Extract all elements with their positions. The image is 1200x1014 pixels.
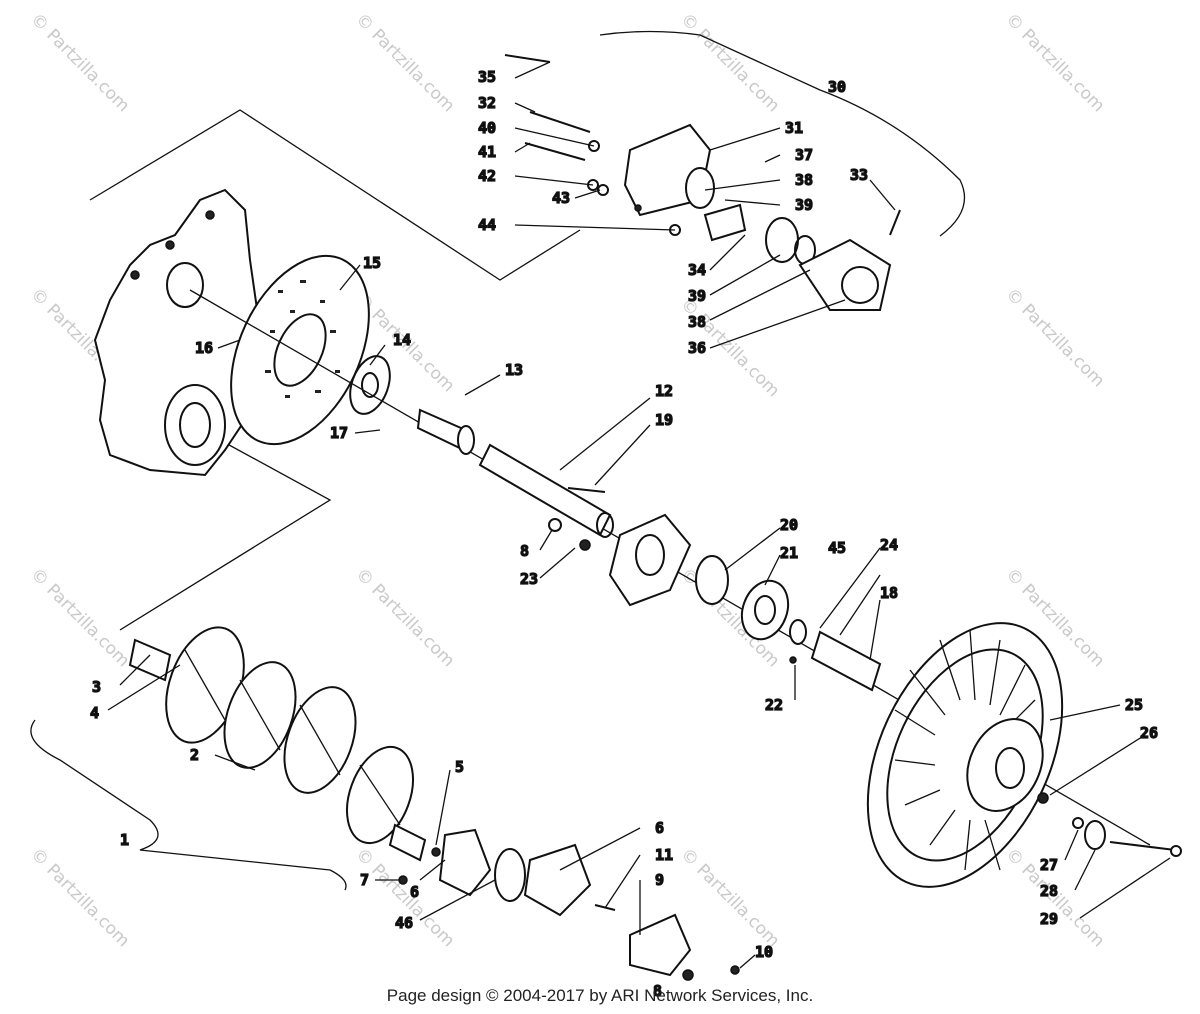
callout-label: 3: [92, 678, 101, 696]
callout-label: 8: [653, 982, 662, 1000]
driven-clutch: [866, 622, 1182, 888]
callout-label: 18: [880, 584, 898, 602]
watermark: © Partzilla.com: [1001, 284, 1108, 391]
callout-label: 45: [828, 539, 846, 557]
callout-label: 33: [850, 166, 868, 184]
callout-label: 9: [655, 871, 664, 889]
callout-label: 1: [120, 831, 129, 849]
bearing-bracket: [548, 513, 882, 692]
callout-label: 13: [505, 361, 523, 379]
callout-label: 12: [655, 382, 673, 400]
callout-label: 37: [795, 146, 813, 164]
callout-label: 30: [828, 78, 846, 96]
callout-label: 38: [795, 171, 813, 189]
callout-label: 44: [478, 216, 496, 234]
callout-label: 34: [688, 261, 706, 279]
callout-label: 39: [795, 196, 813, 214]
callout-labels: 1 2 3 4 5 6 6 7 8 8 9 10 11 12 13 14 15 …: [89, 61, 1171, 1001]
callout-label: 5: [455, 758, 464, 776]
copyright-footer: Page design © 2004-2017 by ARI Network S…: [386, 986, 814, 1005]
callout-label: 26: [1140, 724, 1158, 742]
engine-housing: [93, 188, 262, 477]
key: [567, 487, 606, 493]
callout-label: 41: [478, 143, 496, 161]
callout-label: 20: [780, 516, 798, 534]
callout-label: 15: [363, 254, 381, 272]
callout-label: 28: [1040, 882, 1058, 900]
callout-label: 35: [478, 68, 496, 86]
callout-label: 42: [478, 167, 496, 185]
drive-shaft: [416, 408, 614, 538]
callout-label: 24: [880, 536, 898, 554]
assembly-frame-lines: [30, 30, 966, 891]
watermark: © Partzilla.com: [676, 9, 783, 116]
callout-label: 21: [780, 544, 798, 562]
callout-label: 25: [1125, 696, 1143, 714]
callout-label: 8: [520, 542, 529, 560]
callout-label: 4: [90, 704, 99, 722]
callout-label: 29: [1040, 910, 1058, 928]
callout-label: 46: [395, 914, 413, 932]
callout-label: 19: [655, 411, 673, 429]
callout-label: 2: [190, 746, 199, 764]
callout-label: 17: [330, 424, 348, 442]
callout-label: 6: [410, 883, 419, 901]
callout-label: 6: [655, 819, 664, 837]
torque-arm-assembly: [504, 54, 901, 311]
callout-label: 40: [478, 119, 496, 137]
watermark: © Partzilla.com: [26, 564, 133, 671]
callout-label: 14: [393, 331, 411, 349]
callout-label: 27: [1040, 856, 1058, 874]
callout-label: 39: [688, 287, 706, 305]
watermark: © Partzilla.com: [351, 564, 458, 671]
drive-plate: [230, 254, 370, 446]
watermark: © Partzilla.com: [676, 844, 783, 951]
callout-label: 16: [195, 339, 213, 357]
callout-label: 10: [755, 943, 773, 961]
watermark: © Partzilla.com: [26, 844, 133, 951]
callout-label: 23: [520, 570, 538, 588]
drive-clutch: [128, 626, 441, 862]
callout-label: 11: [655, 846, 673, 864]
callout-label: 31: [785, 119, 803, 137]
callout-label: 43: [552, 189, 570, 207]
callout-label: 7: [360, 871, 369, 889]
callout-label: 32: [478, 94, 496, 112]
callout-label: 22: [765, 696, 783, 714]
watermark: © Partzilla.com: [26, 9, 133, 116]
watermark: © Partzilla.com: [1001, 9, 1108, 116]
callout-label: 38: [688, 313, 706, 331]
watermark: © Partzilla.com: [351, 9, 458, 116]
callout-label: 36: [688, 339, 706, 357]
